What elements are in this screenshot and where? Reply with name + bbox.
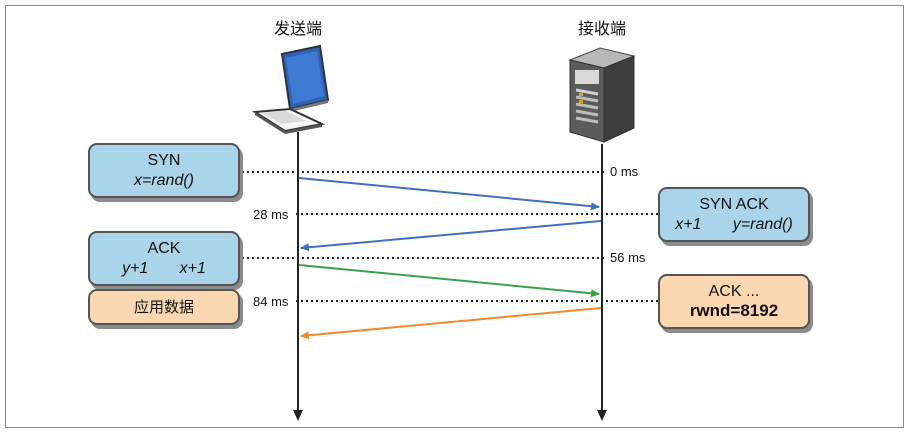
- syn-box: SYN x=rand(): [88, 143, 240, 198]
- time-label-56ms: 56 ms: [610, 250, 646, 265]
- ack-rwnd-box-title: ACK ...: [708, 282, 760, 300]
- syn-box-title: SYN: [147, 152, 181, 170]
- syn-ack-box-detail: x+1 y=rand(): [675, 215, 793, 233]
- diagram-frame: [5, 5, 904, 428]
- rwnd-value: rwnd=8192: [689, 300, 779, 320]
- syn-box-detail: x=rand(): [133, 171, 195, 189]
- ack-box-detail: y+1 x+1: [122, 259, 206, 277]
- laptop-icon: [251, 44, 330, 134]
- ack-box: ACK y+1 x+1: [88, 231, 240, 286]
- time-label-28ms: 28 ms: [253, 207, 289, 222]
- app-data-box: 应用数据: [88, 289, 240, 325]
- sender-header: 发送端: [273, 19, 323, 38]
- time-label-0ms: 0 ms: [610, 164, 639, 179]
- time-label-84ms: 84 ms: [253, 294, 289, 309]
- sender-timeline-arrowhead: [293, 410, 303, 421]
- syn-arrow: [298, 177, 600, 211]
- receiver-timeline-arrowhead: [597, 410, 607, 421]
- receiver-header: 接收端: [577, 19, 627, 38]
- app-data-label: 应用数据: [133, 298, 194, 316]
- ack-box-title: ACK: [147, 240, 181, 258]
- data-response-arrow: [300, 307, 602, 340]
- syn-ack-box: SYN ACK x+1 y=rand(): [658, 187, 810, 242]
- syn-ack-arrow: [300, 220, 602, 252]
- ack-arrow: [298, 264, 600, 298]
- syn-ack-box-title: SYN ACK: [699, 196, 769, 214]
- server-icon: [568, 47, 636, 143]
- ack-rwnd-box: ACK ... rwnd=8192: [658, 274, 810, 329]
